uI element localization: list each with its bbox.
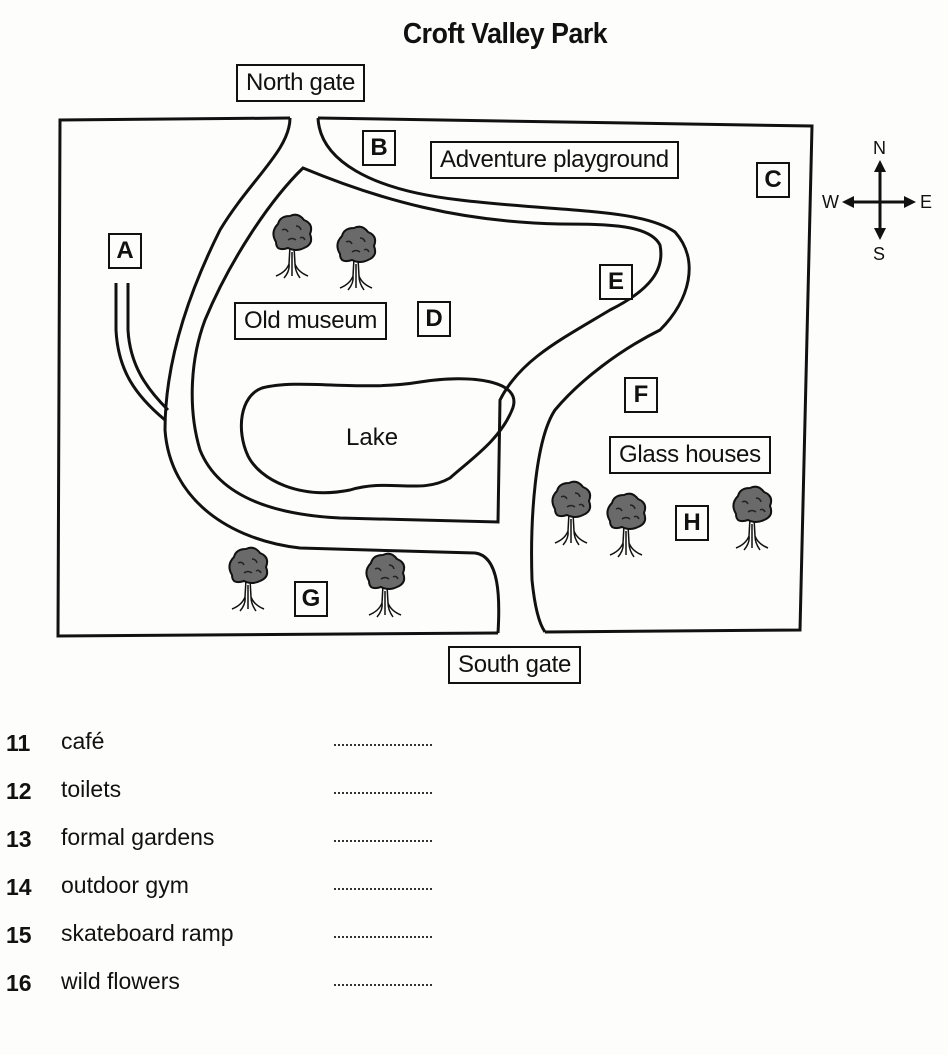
question-number: 13 <box>6 826 32 852</box>
question-number: 11 <box>6 730 31 756</box>
tree-icon <box>272 213 313 279</box>
question-text: formal gardens <box>61 824 215 850</box>
tree-icon <box>732 485 773 551</box>
road-west-inner <box>190 166 663 524</box>
road-east-outer <box>316 117 691 633</box>
question-number: 14 <box>6 874 32 900</box>
tree-icon <box>365 552 406 618</box>
map-letter-f: F <box>624 377 658 413</box>
answer-blank[interactable] <box>334 932 432 938</box>
question-item: 15 skateboard ramp <box>6 920 446 952</box>
map-letter-e: E <box>599 264 633 300</box>
glass-houses-label: Glass houses <box>609 436 771 474</box>
lake-label: Lake <box>346 424 399 451</box>
park-map <box>56 116 916 638</box>
answer-blank[interactable] <box>334 836 432 842</box>
map-letter-c: C <box>756 162 790 198</box>
park-boundary-left <box>56 116 499 638</box>
answer-blank[interactable] <box>334 980 432 986</box>
question-text: wild flowers <box>61 968 180 994</box>
compass-icon <box>842 160 916 240</box>
north-gate-label: North gate <box>236 64 366 102</box>
road-west-outer <box>163 117 501 634</box>
compass-east: E <box>920 192 933 212</box>
answer-blank[interactable] <box>334 788 432 794</box>
compass-north: N <box>873 138 886 158</box>
compass-south: S <box>873 244 886 264</box>
map-letter-b: B <box>362 130 396 166</box>
answer-blank[interactable] <box>334 740 432 746</box>
question-item: 16 wild flowers <box>6 968 446 1000</box>
tree-icon <box>551 480 592 546</box>
question-number: 15 <box>6 922 32 948</box>
question-item: 12 toilets <box>6 776 446 808</box>
map-letter-g: G <box>294 581 328 617</box>
lake-shape <box>239 377 516 495</box>
park-boundary-right <box>317 116 814 634</box>
map-letter-a: A <box>108 233 142 269</box>
tree-icon <box>228 546 269 612</box>
answer-blank[interactable] <box>334 884 432 890</box>
question-item: 14 outdoor gym <box>6 872 446 904</box>
question-text: outdoor gym <box>61 872 189 898</box>
question-text: toilets <box>61 776 122 802</box>
map-title: Croft Valley Park <box>402 18 608 50</box>
map-letter-h: H <box>675 505 709 541</box>
tree-icon <box>606 492 647 558</box>
south-gate-label: South gate <box>448 646 582 684</box>
question-item: 13 formal gardens <box>6 824 446 856</box>
question-item: 11 café <box>6 728 446 760</box>
tree-icon <box>336 225 377 291</box>
question-number: 16 <box>6 970 32 996</box>
compass-west: W <box>822 192 839 212</box>
map-letter-d: D <box>417 301 451 337</box>
question-number: 12 <box>6 778 32 804</box>
path-to-a <box>114 283 170 422</box>
old-museum-label: Old museum <box>234 302 388 340</box>
question-text: café <box>61 728 105 754</box>
adventure-playground-label: Adventure playground <box>430 141 679 179</box>
question-text: skateboard ramp <box>61 920 234 946</box>
